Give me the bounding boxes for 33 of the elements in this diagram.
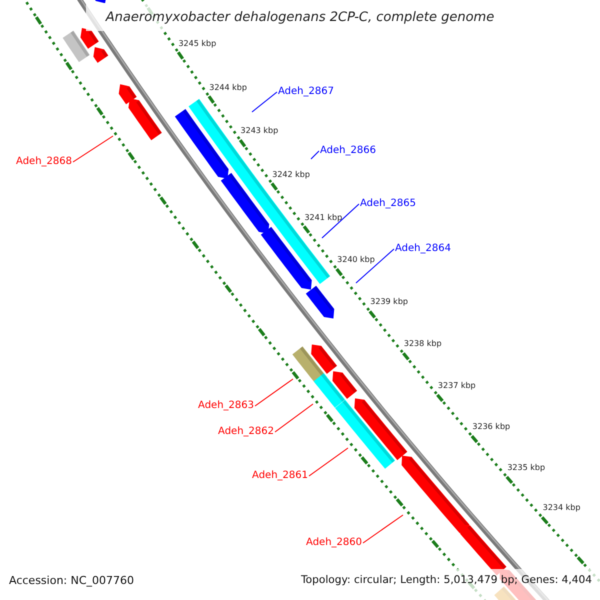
gene-label: Adeh_2868 — [16, 157, 72, 167]
leader-line — [252, 92, 278, 112]
gene-label: Adeh_2863 — [198, 401, 254, 411]
accession-text: Accession: NC_007760 — [9, 575, 134, 586]
tick-label: 3244 kbp — [209, 84, 247, 92]
tick-label: 3241 kbp — [304, 214, 342, 222]
leader-line — [254, 378, 294, 406]
gene-label: Adeh_2861 — [252, 471, 308, 481]
tick-label: 3235 kbp — [507, 464, 546, 472]
tick-label: 3234 kbp — [542, 504, 580, 512]
leader-line — [274, 404, 314, 432]
tick-label: 3245 kbp — [178, 40, 216, 48]
leader-line — [322, 204, 360, 238]
gene-label: Adeh_2865 — [360, 199, 416, 209]
gene-label: Adeh_2862 — [218, 427, 274, 437]
gene-label: Adeh_2867 — [278, 87, 334, 97]
leader-line — [72, 136, 114, 162]
title: Anaeromyxobacter dehalogenans 2CP-C, complete genome — [104, 11, 496, 24]
gene-label: Adeh_2866 — [320, 146, 376, 156]
tick-label: 3240 kbp — [337, 256, 375, 264]
tick-label: 3237 kbp — [438, 382, 476, 390]
leader-line — [310, 150, 320, 160]
genome-info-text: Topology: circular; Length: 5,013,479 bp; Genes: 4,404 — [301, 575, 592, 586]
gene-label: Adeh_2860 — [306, 538, 362, 548]
leader-line — [356, 248, 394, 284]
tick-label: 3243 kbp — [240, 127, 278, 136]
tick-label: 3236 kbp — [472, 423, 510, 432]
tick-label: 3239 kbp — [370, 298, 408, 306]
tick-label: 3238 kbp — [404, 340, 442, 348]
leader-line — [308, 448, 348, 476]
leader-line — [362, 514, 404, 544]
tick-label: 3242 kbp — [272, 170, 310, 179]
gene-label: Adeh_2864 — [395, 244, 451, 254]
